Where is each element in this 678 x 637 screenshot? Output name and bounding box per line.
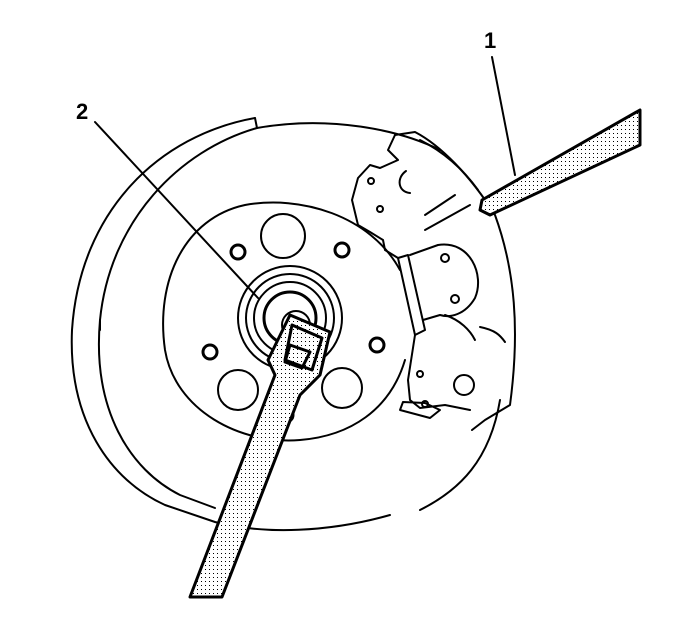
rotor-hub-face bbox=[162, 201, 406, 442]
leader-line-2 bbox=[94, 121, 259, 299]
hub-nut-socket-tool bbox=[188, 313, 332, 599]
leader-lines bbox=[94, 56, 516, 299]
caliper-assembly bbox=[351, 131, 516, 431]
pry-bar bbox=[478, 108, 642, 217]
callout-label-2: 2 bbox=[76, 99, 89, 124]
callout-label-1: 1 bbox=[484, 28, 497, 53]
leader-line-1 bbox=[491, 56, 516, 176]
